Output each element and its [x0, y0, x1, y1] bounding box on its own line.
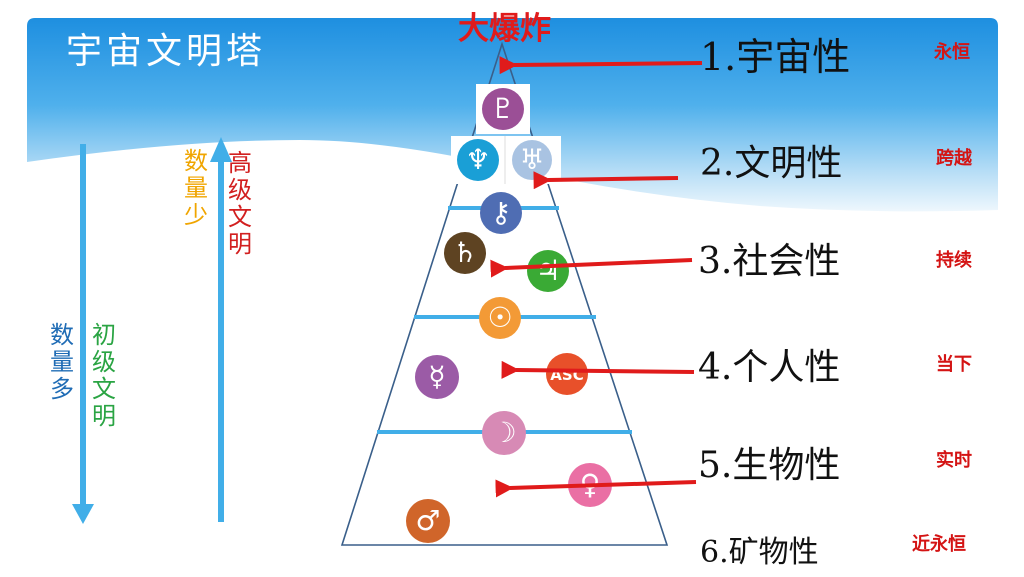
vertical-char: 数 — [184, 147, 208, 175]
pointer-layer — [490, 56, 703, 498]
mercury-icon: ☿ — [415, 355, 459, 399]
svg-text:☿: ☿ — [428, 360, 445, 393]
pointer-arrow-level-4 — [501, 360, 695, 379]
up-arrow-advanced-civilization — [210, 137, 232, 522]
vertical-char: 文 — [228, 202, 252, 231]
pointer-arrow-level-5 — [495, 479, 697, 498]
level-6-tag: 近永恒 — [912, 534, 966, 555]
uranus-icon: ♅ — [512, 140, 552, 180]
vertical-char: 数 — [50, 321, 74, 349]
primary-civilization-label: 初级文明 — [92, 322, 116, 430]
pointer-arrow-level-3 — [490, 258, 693, 278]
big-bang-label: 大爆炸 — [458, 11, 551, 47]
vertical-char: 多 — [50, 374, 74, 403]
ascendant-icon: ASC — [546, 353, 588, 395]
moon-icon: ☽ — [482, 411, 526, 455]
level-3-label: 3.社会性 — [698, 241, 841, 282]
civilization-pyramid — [340, 41, 669, 546]
svg-text:⚷: ⚷ — [491, 196, 512, 229]
slide-title: 宇宙文明塔 — [66, 31, 267, 72]
vertical-char: 量 — [50, 347, 74, 376]
vertical-char: 明 — [92, 401, 116, 430]
level-2-tag: 跨越 — [936, 148, 972, 169]
svg-text:♄: ♄ — [452, 236, 477, 269]
svg-text:♅: ♅ — [519, 143, 544, 176]
level-6-label: 6.矿物性 — [700, 535, 819, 570]
jupiter-icon: ♃ — [527, 250, 569, 292]
mars-icon: ♂ — [406, 499, 450, 543]
sun-icon: ☉ — [479, 297, 521, 339]
vertical-char: 少 — [184, 200, 208, 229]
level-2-label: 2.文明性 — [700, 143, 843, 184]
down-arrow-primary-civilization — [72, 144, 94, 524]
pluto-icon: ♇ — [482, 88, 524, 130]
saturn-icon: ♄ — [444, 232, 486, 274]
svg-text:♂: ♂ — [415, 504, 440, 537]
chiron-icon: ⚷ — [480, 192, 522, 234]
vertical-char: 级 — [228, 175, 252, 204]
svg-text:♇: ♇ — [490, 92, 515, 125]
vertical-char: 初 — [92, 321, 116, 349]
pointer-arrow-level-1 — [499, 56, 703, 75]
pointer-arrow-level-2 — [533, 171, 679, 190]
planet-layer: ♇♆♅⚷♄♃☉☿ASC☽♀♂ — [406, 88, 612, 543]
vertical-char: 级 — [92, 347, 116, 376]
level-4-tag: 当下 — [936, 354, 972, 375]
level-5-tag: 实时 — [936, 450, 972, 471]
quantity-few-label: 数量少 — [184, 148, 208, 229]
level-4-label: 4.个人性 — [698, 347, 841, 388]
svg-text:♆: ♆ — [465, 143, 490, 176]
level-1-tag: 永恒 — [934, 42, 970, 63]
neptune-icon: ♆ — [457, 139, 499, 181]
level-3-tag: 持续 — [936, 250, 972, 271]
quantity-many-label: 数量多 — [50, 322, 74, 403]
svg-text:☉: ☉ — [487, 301, 512, 334]
advanced-civilization-label: 高级文明 — [228, 150, 252, 258]
vertical-char: 量 — [184, 173, 208, 202]
level-5-label: 5.生物性 — [698, 445, 841, 486]
level-1-label: 1.宇宙性 — [700, 35, 851, 79]
vertical-char: 明 — [228, 229, 252, 258]
svg-text:☽: ☽ — [491, 416, 516, 449]
svg-text:♃: ♃ — [535, 254, 560, 287]
vertical-char: 文 — [92, 374, 116, 403]
vertical-char: 高 — [228, 149, 252, 177]
